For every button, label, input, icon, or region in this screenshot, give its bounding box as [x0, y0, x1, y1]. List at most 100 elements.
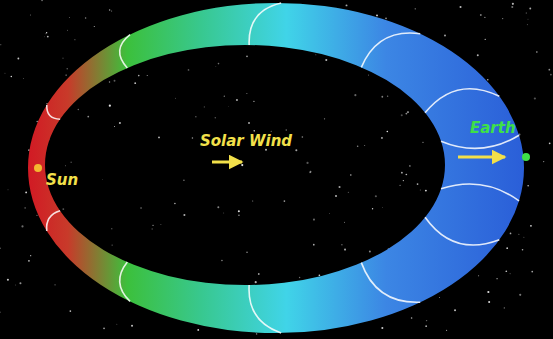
- field-line: [120, 35, 130, 68]
- star: [444, 34, 446, 36]
- field-line: [425, 89, 499, 113]
- star: [480, 14, 482, 16]
- star: [534, 97, 536, 99]
- star: [246, 251, 248, 253]
- star: [192, 137, 193, 138]
- star: [518, 234, 519, 235]
- star: [30, 255, 31, 256]
- star: [236, 99, 238, 101]
- star: [62, 58, 63, 59]
- star: [204, 106, 205, 107]
- star: [372, 208, 373, 209]
- star: [354, 94, 356, 96]
- sun-dot: [34, 164, 42, 172]
- star: [335, 195, 337, 197]
- star: [425, 190, 427, 192]
- solar-wind-label: Solar Wind: [200, 133, 292, 150]
- star: [271, 131, 272, 132]
- star: [399, 185, 400, 186]
- star: [47, 36, 49, 38]
- star: [460, 6, 462, 8]
- star: [116, 323, 118, 325]
- star: [319, 274, 321, 276]
- field-line: [441, 184, 519, 201]
- star: [401, 114, 403, 116]
- star: [338, 186, 340, 188]
- star: [67, 29, 69, 31]
- star: [549, 142, 551, 144]
- star: [505, 270, 507, 272]
- star: [315, 54, 316, 55]
- solar-wind-arrow: [212, 161, 242, 164]
- star: [74, 39, 75, 40]
- star: [246, 55, 248, 57]
- star: [217, 206, 219, 208]
- star: [252, 200, 254, 202]
- field-line: [47, 105, 60, 119]
- star: [529, 8, 531, 10]
- star: [550, 74, 552, 76]
- star: [409, 165, 411, 167]
- star: [426, 320, 427, 321]
- star: [255, 281, 257, 283]
- star: [369, 251, 371, 253]
- star: [109, 105, 111, 107]
- star: [147, 75, 148, 76]
- star: [324, 118, 325, 119]
- star: [4, 72, 6, 74]
- star: [28, 260, 30, 262]
- star: [228, 106, 230, 108]
- star: [484, 17, 485, 18]
- field-line: [120, 262, 130, 301]
- star: [357, 145, 359, 147]
- star: [531, 271, 533, 273]
- star: [401, 172, 403, 174]
- star: [197, 329, 199, 331]
- star: [485, 39, 486, 40]
- star: [195, 116, 196, 117]
- star: [285, 129, 286, 130]
- star: [253, 130, 255, 132]
- star: [439, 297, 441, 299]
- star: [70, 161, 72, 163]
- star: [0, 248, 1, 249]
- star: [41, 0, 43, 1]
- star: [382, 207, 384, 209]
- star: [523, 237, 524, 238]
- star: [381, 327, 383, 329]
- star: [310, 171, 312, 173]
- star: [519, 294, 521, 296]
- star: [415, 8, 416, 9]
- star: [21, 225, 23, 227]
- star: [0, 312, 1, 313]
- star: [375, 195, 377, 197]
- star: [387, 95, 388, 96]
- star: [65, 74, 66, 75]
- star: [65, 165, 67, 167]
- star: [109, 81, 110, 82]
- star: [103, 328, 105, 330]
- star: [548, 69, 550, 71]
- star: [477, 54, 479, 56]
- star: [376, 15, 378, 17]
- star: [152, 225, 153, 226]
- star: [522, 249, 524, 251]
- field-line: [249, 285, 281, 333]
- star: [11, 76, 12, 77]
- star: [511, 6, 513, 8]
- earth-label: Earth: [470, 120, 516, 137]
- star: [69, 310, 71, 312]
- star: [119, 122, 121, 124]
- star: [348, 192, 349, 193]
- field-line: [249, 3, 281, 45]
- star: [504, 307, 505, 308]
- star: [68, 17, 70, 19]
- star: [488, 301, 490, 303]
- star: [218, 63, 220, 65]
- star: [62, 208, 64, 210]
- star: [66, 68, 67, 69]
- star: [496, 278, 497, 279]
- field-line: [361, 263, 420, 303]
